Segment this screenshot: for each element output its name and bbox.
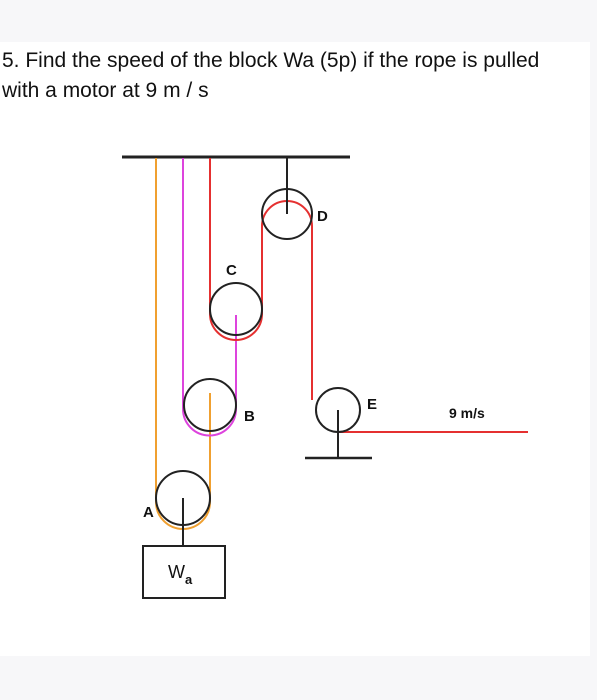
pulley-e — [305, 387, 372, 460]
question-text: 5. Find the speed of the block Wa (5p) i… — [2, 49, 540, 102]
pulley-b — [183, 378, 237, 432]
pulley-c — [209, 282, 263, 336]
label-d: D — [317, 208, 328, 225]
label-a: A — [143, 504, 154, 521]
red-rope — [209, 158, 528, 433]
block-label: Wa — [168, 562, 193, 587]
label-c: C — [226, 262, 237, 279]
pulley-d — [261, 157, 313, 240]
label-speed: 9 m/s — [449, 405, 485, 421]
block-label-main: W — [168, 562, 185, 582]
label-b: B — [244, 408, 255, 425]
block-wa — [142, 545, 226, 599]
pulley-a — [155, 470, 211, 546]
magenta-rope — [182, 158, 237, 437]
block-label-sub: a — [185, 572, 193, 587]
label-e: E — [367, 396, 377, 413]
question-card — [0, 42, 590, 656]
